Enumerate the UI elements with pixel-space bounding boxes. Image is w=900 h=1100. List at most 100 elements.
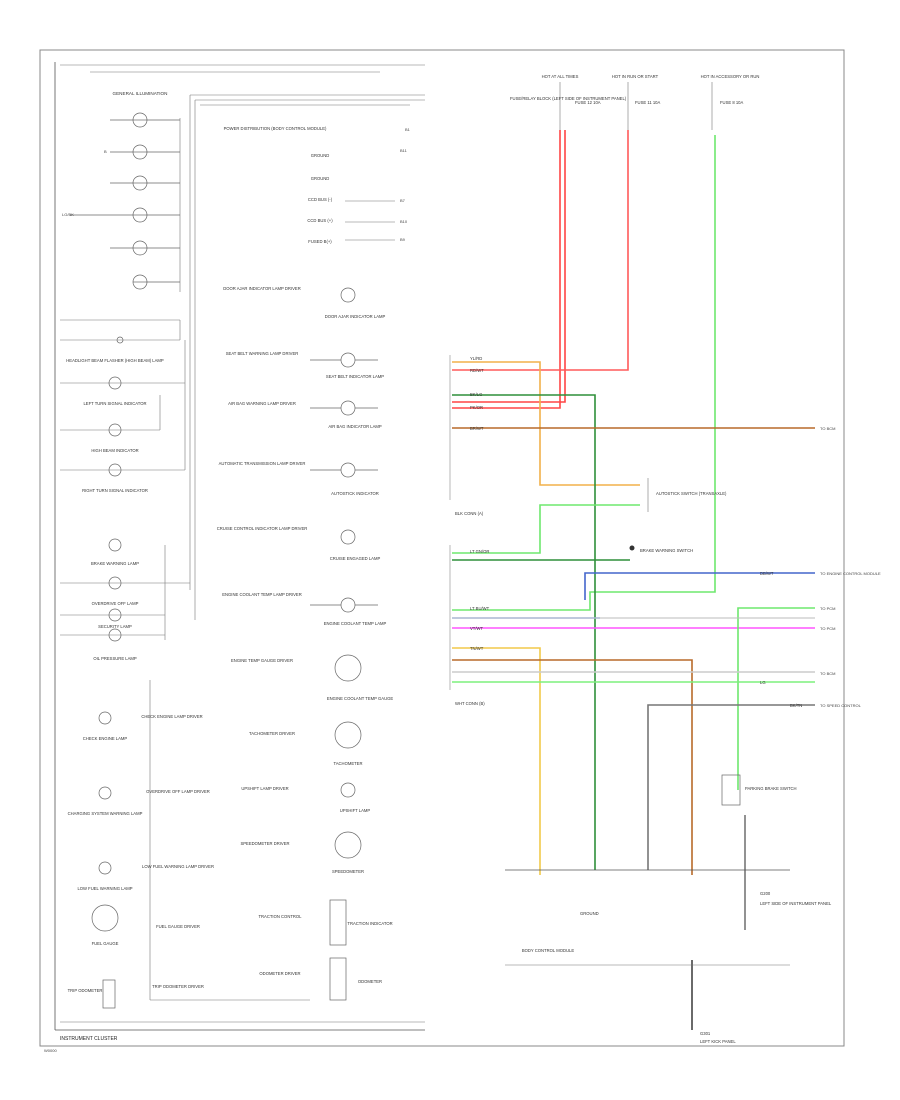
fuse-1: FUSE 11 10A <box>635 100 660 105</box>
switch-pin-1: B11 <box>400 148 408 153</box>
wire-yellow-1 <box>452 361 640 486</box>
dest-1: TO ENGINE CONTROL MODULE <box>820 571 881 576</box>
cluster-switch-rows: POWER DISTRIBUTION (BODY CONTROL MODULE)… <box>224 126 411 244</box>
center-driver-11: ODOMETER DRIVER <box>259 971 300 976</box>
wires <box>452 130 815 1030</box>
wire-ltgreen-1 <box>452 504 640 554</box>
instrument-cluster: GENERAL ILLUMINATION B LG/BK <box>44 62 425 1053</box>
wire-label-10: TN/WT <box>470 646 484 651</box>
ground-bottom-label: G301 <box>700 1031 711 1036</box>
driver-0: CHECK ENGINE LAMP DRIVER <box>141 714 202 719</box>
dest-0: TO BCM <box>820 426 835 431</box>
center-driver-8: UPSHIFT LAMP DRIVER <box>241 786 288 791</box>
center-driver-4: CRUISE CONTROL INDICATOR LAMP DRIVER <box>217 526 308 531</box>
center-device-6: ENGINE COOLANT TEMP GAUGE <box>327 696 394 701</box>
wire-dkgray-1 <box>647 704 815 870</box>
switch-pin-3: B10 <box>400 219 408 224</box>
left-lamps <box>91 336 124 1009</box>
right-destinations: TO BCM TO ENGINE CONTROL MODULE TO PCM T… <box>820 426 881 708</box>
left-lamp-12: TRIP ODOMETER <box>68 988 103 993</box>
center-device-9: SPEEDOMETER <box>332 869 364 874</box>
left-lamp-11: FUEL GAUGE <box>92 941 119 946</box>
left-lamp-7: OVERDRIVE OFF LAMP <box>92 601 139 606</box>
center-driver-9: SPEEDOMETER DRIVER <box>240 841 289 846</box>
ground-bottom-location: LEFT KICK PANEL <box>700 1039 736 1044</box>
center-lamps <box>310 287 378 1001</box>
diagram-frame <box>39 49 845 1047</box>
center-driver-2: AIR BAG WARNING LAMP DRIVER <box>228 401 296 406</box>
switch-input-1: GROUND <box>311 153 330 158</box>
switch-input-0: POWER DISTRIBUTION (BODY CONTROL MODULE) <box>224 126 327 131</box>
center-device-3: AUTOSTICK INDICATOR <box>331 491 379 496</box>
driver-2: LOW FUEL WARNING LAMP DRIVER <box>142 864 214 869</box>
wire-label-3: PK/OR <box>470 405 483 410</box>
switch-pin-2: B7 <box>400 198 406 203</box>
switch-pin-4: B9 <box>400 237 406 242</box>
left-lamp-9: CHARGING SYSTEM WARNING LAMP <box>68 811 143 816</box>
switch-pin-0: B1 <box>405 127 411 132</box>
autostick-switch-label: AUTOSTICK SWITCH (TRANSAXLE) <box>656 491 727 496</box>
general-illumination-label: GENERAL ILLUMINATION <box>113 91 168 96</box>
driver-4: TRIP ODOMETER DRIVER <box>152 984 204 989</box>
power-source-0: HOT AT ALL TIMES <box>542 74 579 79</box>
left-lamp-4: OIL PRESSURE LAMP <box>93 656 137 661</box>
cluster-title: INSTRUMENT CLUSTER <box>60 1036 118 1042</box>
left-lamp-0: HEADLIGHT BEAM FLASHER (HIGH BEAM) LAMP <box>66 358 164 363</box>
wire-label-6: DB/WT <box>760 571 774 576</box>
fuse-0: FUSE 12 10A <box>575 100 601 105</box>
wire-label-4: BR/WT <box>470 426 484 431</box>
components: AUTOSTICK SWITCH (TRANSAXLE) BRAKE WARNI… <box>505 478 832 1044</box>
center-device-5: ENGINE COOLANT TEMP LAMP <box>324 621 387 626</box>
dimmer-pin-label: B <box>104 149 107 154</box>
fuse-2: FUSE 8 10A <box>720 100 743 105</box>
center-device-4: CRUISE ENGAGED LAMP <box>330 556 381 561</box>
illumination-bulbs <box>70 112 180 290</box>
switch-input-5: FUSED B(+) <box>308 239 332 244</box>
center-driver-0: DOOR AJAR INDICATOR LAMP DRIVER <box>223 286 300 291</box>
wire-label-9: BK/TN <box>790 703 802 708</box>
bcm-label: BODY CONTROL MODULE <box>522 948 575 953</box>
switch-input-4: CCD BUS (+) <box>307 218 333 223</box>
dest-4: TO BCM <box>820 671 835 676</box>
dest-2: TO PCM <box>820 606 835 611</box>
left-lamp-6: CHECK ENGINE LAMP <box>83 736 128 741</box>
wire-label-11: LG <box>760 680 766 685</box>
center-device-2: AIR BAG INDICATOR LAMP <box>328 424 382 429</box>
power-source-1: HOT IN RUN OR START <box>612 74 659 79</box>
wire-red-1 <box>452 130 561 409</box>
left-lamp-2: HIGH BEAM INDICATOR <box>91 448 138 453</box>
center-driver-10: TRACTION CONTROL <box>258 914 302 919</box>
center-driver-5: ENGINE COOLANT TEMP LAMP DRIVER <box>222 592 302 597</box>
wire-yellow-2 <box>452 647 541 875</box>
wire-label-5: LT GN/OR <box>470 549 489 554</box>
switch-input-3: CCD BUS (-) <box>308 197 333 202</box>
center-driver-6: ENGINE TEMP GAUGE DRIVER <box>231 658 293 663</box>
fuse-block-label: FUSE/RELAY BLOCK (LEFT SIDE OF INSTRUMEN… <box>510 96 627 101</box>
center-device-11: ODOMETER <box>358 979 382 984</box>
wire-label-0: YL/RD <box>470 356 482 361</box>
power-source-2: HOT IN ACCESSORY OR RUN <box>701 74 760 79</box>
wire-dkgreen-1 <box>452 394 596 870</box>
left-lamp-3: RIGHT TURN SIGNAL INDICATOR <box>82 488 148 493</box>
left-lamp-1: LEFT TURN SIGNAL INDICATOR <box>83 401 146 406</box>
wire-label-7: LT BU/WT <box>470 606 490 611</box>
power-sources: HOT AT ALL TIMES HOT IN RUN OR START HOT… <box>510 74 759 130</box>
wire-red-2 <box>452 130 566 403</box>
wire-brown-2 <box>452 659 693 875</box>
brake-warning-switch-label: BRAKE WARNING SWITCH <box>640 548 693 553</box>
center-driver-3: AUTOMATIC TRANSMISSION LAMP DRIVER <box>219 461 306 466</box>
wire-color-labels: YL/RD RD/WT BK/LG PK/OR BR/WT LT GN/OR D… <box>470 356 802 708</box>
page-code: W0000 <box>44 1048 57 1053</box>
wire-green-1 <box>452 135 716 611</box>
g-location: LEFT SIDE OF INSTRUMENT PANEL <box>760 901 832 906</box>
wire-label-1: RD/WT <box>470 368 484 373</box>
driver-1: OVERDRIVE OFF LAMP DRIVER <box>146 789 210 794</box>
wire-label-8: VT/WT <box>470 626 483 631</box>
wire-label-2: BK/LG <box>470 392 482 397</box>
wire-blue-1 <box>584 572 815 600</box>
ground-label: GROUND <box>580 911 599 916</box>
center-device-0: DOOR AJAR INDICATOR LAMP <box>325 314 386 319</box>
left-lamp-10: LOW FUEL WARNING LAMP <box>77 886 132 891</box>
center-driver-1: SEAT BELT WARNING LAMP DRIVER <box>226 351 299 356</box>
